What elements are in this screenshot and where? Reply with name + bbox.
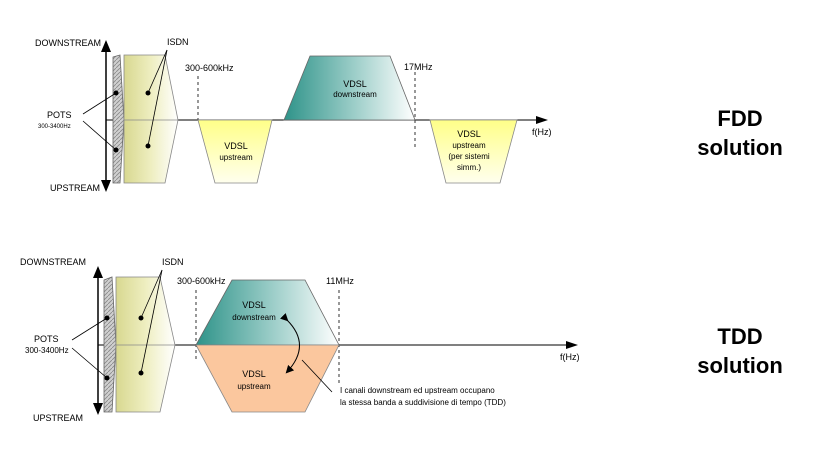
tdd-vdsl-up-label-2: upstream	[237, 382, 271, 391]
tdd-isdn-label: ISDN	[162, 257, 184, 267]
fdd-axis-arrow-icon	[536, 116, 548, 124]
tdd-time-division-arrow-icon	[279, 312, 300, 374]
tdd-upstream-label: UPSTREAM	[33, 413, 83, 423]
tdd-downstream-label: DOWNSTREAM	[20, 257, 86, 267]
fdd-vdsl-up2-label-4: simm.)	[457, 163, 481, 172]
fdd-vdsl-down-label-2: downstream	[333, 90, 377, 99]
tdd-pots-label: POTS	[34, 334, 59, 344]
fdd-down-arrow-icon	[101, 180, 111, 192]
tdd-title-line-1: TDD	[717, 324, 762, 349]
tdd-note-line-2: la stessa banda a suddivisione di tempo …	[340, 398, 506, 407]
fdd-17mhz-label: 17MHz	[404, 62, 433, 72]
tdd-up-arrow-icon	[93, 266, 103, 278]
fdd-pots-label: POTS	[47, 110, 72, 120]
tdd-11mhz-label: 11MHz	[326, 276, 354, 286]
fdd-vdsl-up-label-2: upstream	[219, 153, 253, 162]
fdd-up-arrow-icon	[101, 40, 111, 52]
fdd-vdsl-downstream-band	[283, 55, 416, 121]
fdd-vdsl-up2-label-2: upstream	[452, 141, 486, 150]
tdd-section: DOWNSTREAM UPSTREAM POTS 300-3400Hz ISDN…	[20, 257, 783, 423]
fdd-vdsl-upstream-band	[197, 119, 273, 184]
fdd-300-600khz-label: 300-600kHz	[185, 63, 234, 73]
fdd-isdn-pointer-down	[147, 49, 168, 147]
tdd-pots-range-label: 300-3400Hz	[25, 346, 69, 355]
fdd-vdsl-up2-label-1: VDSL	[457, 129, 481, 139]
tdd-vdsl-upstream-band	[195, 344, 340, 413]
fdd-pots-pointer-down	[82, 120, 117, 151]
fdd-pots-range-label: 300-3400Hz	[38, 124, 71, 130]
fdd-pots-pointer-up	[82, 92, 117, 115]
tdd-vdsl-down-label-2: downstream	[232, 313, 276, 322]
fdd-isdn-band	[123, 54, 179, 184]
tdd-isdn-pointer-up	[140, 269, 163, 319]
tdd-vdsl-down-label-1: VDSL	[242, 300, 266, 310]
tdd-axis-label: f(Hz)	[560, 352, 580, 362]
fdd-vdsl-up-label-1: VDSL	[224, 141, 248, 151]
tdd-isdn-pointer-down	[140, 269, 163, 374]
fdd-vdsl-up2-label-3: (per sistemi	[448, 152, 490, 161]
tdd-300-600khz-label: 300-600kHz	[177, 276, 226, 286]
fdd-upstream-label: UPSTREAM	[50, 183, 100, 193]
tdd-down-arrow-icon	[93, 403, 103, 415]
tdd-pots-pointer-down	[71, 347, 108, 379]
tdd-note-line-1: I canali downstream ed upstream occupano	[340, 386, 495, 395]
fdd-axis-label: f(Hz)	[532, 127, 552, 137]
tdd-pots-band	[103, 276, 117, 413]
tdd-note-pointer	[301, 359, 333, 393]
fdd-downstream-label: DOWNSTREAM	[35, 38, 101, 48]
tdd-isdn-band	[115, 276, 176, 413]
fdd-vdsl-upstream-sym-band	[429, 119, 518, 184]
tdd-axis-arrow-icon	[566, 341, 578, 349]
fdd-title-line-2: solution	[697, 135, 783, 160]
tdd-vdsl-up-label-1: VDSL	[242, 369, 266, 379]
fdd-title-line-1: FDD	[717, 106, 762, 131]
fdd-isdn-pointer-up	[147, 49, 168, 94]
fdd-pots-band	[112, 54, 125, 184]
fdd-isdn-label: ISDN	[167, 37, 189, 47]
tdd-title-line-2: solution	[697, 353, 783, 378]
fdd-vdsl-down-label-1: VDSL	[343, 79, 367, 89]
fdd-section: DOWNSTREAM UPSTREAM POTS 300-3400Hz ISDN…	[35, 37, 783, 193]
tdd-pots-pointer-up	[71, 317, 108, 341]
